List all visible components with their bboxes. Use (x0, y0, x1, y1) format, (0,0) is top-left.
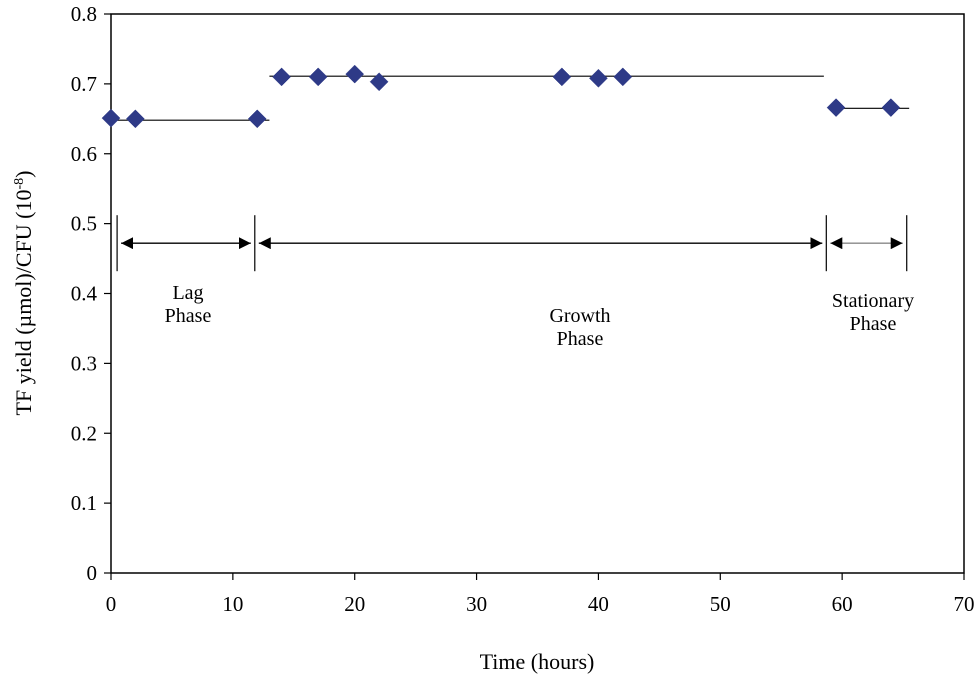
phase-label: Stationary (832, 290, 914, 312)
data-point (881, 98, 901, 117)
data-point (247, 109, 267, 129)
y-axis-title: TF yield (µmol)/CFU (10-8) (11, 171, 36, 416)
data-point (101, 108, 121, 128)
y-tick-label: 0.3 (71, 351, 97, 375)
y-axis-title-exponent: -8 (12, 178, 27, 190)
phase-label: Phase (557, 328, 604, 350)
data-point (345, 64, 365, 84)
phase-label: Growth (549, 305, 610, 327)
y-axis-title-close: ) (11, 171, 36, 178)
y-tick-label: 0.1 (71, 491, 97, 515)
y-axis-title-main: TF yield (µmol)/CFU (10 (11, 190, 36, 416)
phase-label: Phase (165, 305, 212, 327)
y-tick-label: 0.7 (71, 72, 97, 96)
data-point (272, 67, 291, 87)
phase-label: Lag (172, 282, 203, 304)
y-tick-label: 0 (87, 561, 98, 585)
x-axis: 0 10 20 30 40 50 60 70 (106, 573, 975, 616)
y-axis: 0 0.1 0.2 0.3 0.4 0.5 0.6 0.7 0.8 (71, 2, 111, 585)
x-tick-label: 60 (832, 592, 853, 616)
y-tick-label: 0.8 (71, 2, 97, 26)
data-points (101, 64, 901, 129)
x-tick-label: 30 (466, 592, 487, 616)
data-point (589, 68, 608, 88)
data-point (308, 67, 328, 87)
data-point (552, 67, 572, 87)
data-point (126, 109, 145, 129)
x-tick-label: 40 (588, 592, 609, 616)
data-point (369, 72, 389, 92)
data-point (826, 98, 846, 117)
x-axis-title: Time (hours) (480, 649, 595, 674)
x-tick-label: 20 (344, 592, 365, 616)
x-tick-label: 50 (710, 592, 731, 616)
plot-area (110, 13, 965, 574)
y-tick-label: 0.2 (71, 421, 97, 445)
y-tick-label: 0.6 (71, 142, 97, 166)
y-tick-label: 0.4 (71, 282, 98, 306)
data-point (613, 67, 633, 87)
x-tick-label: 70 (954, 592, 975, 616)
x-tick-label: 10 (222, 592, 243, 616)
phase-label: Phase (850, 313, 897, 335)
x-tick-label: 0 (106, 592, 117, 616)
y-tick-label: 0.5 (71, 212, 97, 236)
